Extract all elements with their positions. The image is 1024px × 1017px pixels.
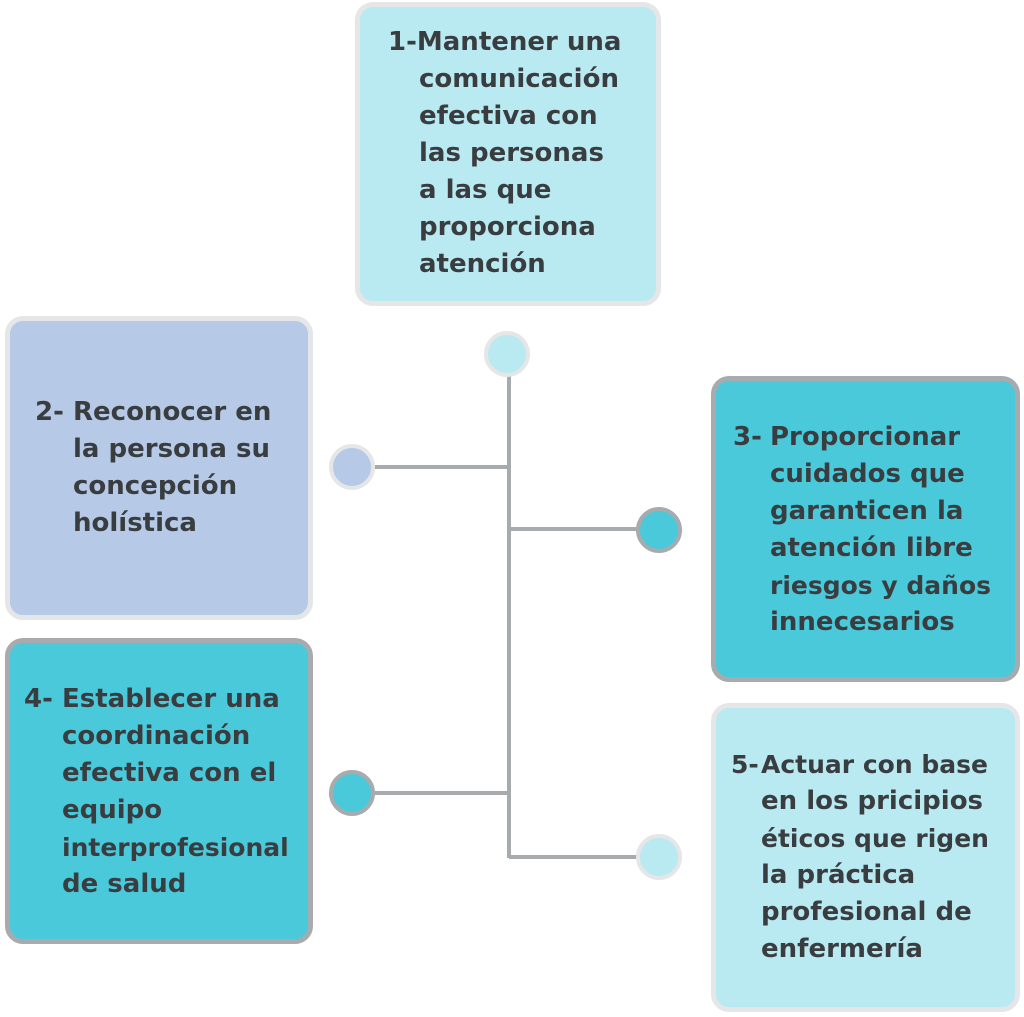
- card-2-text: 2-Reconocer en la persona su concepción …: [35, 394, 271, 542]
- card-4-line: de salud: [62, 869, 187, 899]
- card-3-line: cuidados que: [770, 459, 965, 489]
- card-1-line: Mantener una: [416, 27, 622, 57]
- card-2: [5, 316, 313, 620]
- card-5-line: éticos que rigen: [761, 824, 989, 853]
- card-3-number: 3-: [733, 422, 762, 452]
- card-3-line: garanticen la: [770, 496, 964, 526]
- card-2-line: Reconocer en: [73, 397, 272, 427]
- card-1-line: a las que: [419, 175, 552, 205]
- card-4-number: 4-: [24, 684, 53, 714]
- card-3-line: innecesarios: [770, 607, 955, 637]
- card-1-line: efectiva con: [419, 101, 598, 131]
- card-4: [5, 638, 313, 944]
- card-5-line: la práctica: [761, 860, 916, 890]
- card-3: [711, 376, 1020, 682]
- card-1-number: 1-: [388, 27, 417, 57]
- card-2-number: 2-: [35, 397, 64, 427]
- card-5-line: Actuar con base: [761, 750, 988, 779]
- card-4-line: coordinación: [62, 721, 251, 751]
- card-1-line: las personas: [419, 138, 604, 168]
- card-5-number: 5-: [731, 750, 759, 779]
- card-4-line: equipo: [62, 795, 163, 825]
- card-3-line: atención libre: [770, 533, 973, 563]
- card-4-line: Establecer una: [62, 684, 280, 714]
- card-1-line: comunicación: [419, 64, 619, 94]
- card-5-line: en los pricipios: [761, 786, 984, 816]
- node-3: [636, 507, 682, 553]
- card-3-line: riesgos y daños: [770, 571, 992, 600]
- card-2-line: concepción: [73, 471, 238, 501]
- card-4-line: interprofesional: [62, 833, 289, 862]
- card-1-line: atención: [419, 249, 546, 279]
- node-5: [636, 834, 682, 880]
- card-3-text: 3- Proporcionar cuidados que garanticen l…: [733, 419, 991, 641]
- card-1-line: proporciona: [419, 212, 596, 242]
- card-2-line: la persona su: [73, 434, 271, 464]
- card-5-line: profesional de: [761, 897, 972, 927]
- node-4: [329, 770, 375, 816]
- node-1: [484, 331, 530, 377]
- card-4-text: 4- Establecer una coordinación efectiva c…: [24, 681, 289, 903]
- card-3-line: Proporcionar: [770, 422, 961, 452]
- card-1-text: 1-Mantener una comunicación efectiva con…: [388, 24, 621, 283]
- card-5-line: enfermería: [761, 934, 923, 964]
- card-1: [355, 2, 661, 306]
- card-5: [711, 703, 1020, 1012]
- node-2: [329, 444, 375, 490]
- card-4-line: efectiva con el: [62, 758, 277, 788]
- card-5-text: 5-Actuar con base en los pricipios ético…: [731, 746, 989, 968]
- card-2-line: holística: [73, 508, 197, 538]
